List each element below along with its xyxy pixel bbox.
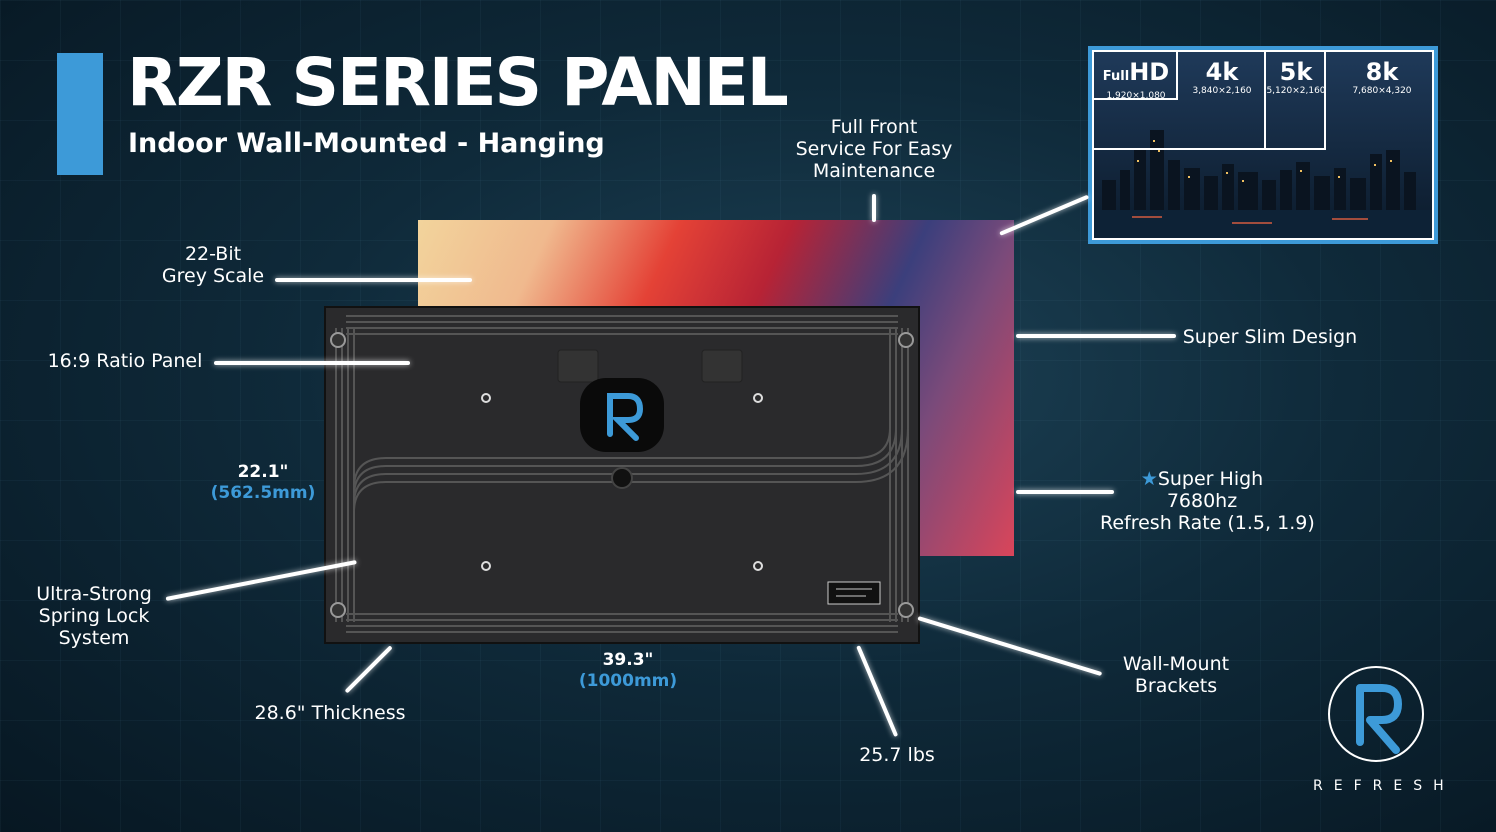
label-brackets: Wall-Mount Brackets <box>1122 653 1230 697</box>
callout-line-full-front <box>872 194 876 222</box>
frame-4k <box>1092 50 1266 150</box>
label-ratio: 16:9 Ratio Panel <box>47 350 203 372</box>
res-8k: 8k 7,680×4,320 <box>1352 58 1412 96</box>
label-full-front: Full Front Service For Easy Maintenance <box>795 116 953 182</box>
r-logo-icon <box>580 378 664 452</box>
res-full-hd: FullHD 1,920×1,080 <box>1102 58 1170 101</box>
label-spring-lock: Ultra-Strong Spring Lock System <box>36 583 152 649</box>
page-subtitle: Indoor Wall-Mounted - Hanging <box>128 128 605 159</box>
resolution-comparison: FullHD 1,920×1,080 4k 3,840×2,160 5k 5,1… <box>1088 46 1438 244</box>
label-thickness: 28.6" Thickness <box>254 702 406 724</box>
label-refresh: ★Super High 7680hz Refresh Rate (1.5, 1.… <box>1100 468 1315 534</box>
dimension-width: 39.3" (1000mm) <box>578 650 678 691</box>
city-skyline-graphic <box>1092 50 1434 240</box>
star-icon: ★ <box>1140 468 1158 490</box>
label-grey-scale: 22-Bit Grey Scale <box>161 243 265 287</box>
label-slim: Super Slim Design <box>1182 326 1358 348</box>
page-title: RZR SERIES PANEL <box>127 44 789 121</box>
callout-line-grey-scale <box>275 278 472 282</box>
res-5k: 5k 5,120×2,160 <box>1266 58 1326 96</box>
callout-line-ratio <box>214 361 410 365</box>
label-weight: 25.7 lbs <box>859 744 935 766</box>
res-4k: 4k 3,840×2,160 <box>1192 58 1252 96</box>
callout-line-slim <box>1016 334 1176 338</box>
accent-bar <box>57 53 103 175</box>
refresh-r-logo-icon <box>1326 664 1426 764</box>
frame-full-hd <box>1092 50 1178 100</box>
dimension-height: 22.1" (562.5mm) <box>210 462 316 503</box>
callout-line-refresh <box>1016 490 1114 494</box>
back-cabinet-panel <box>324 306 920 644</box>
cabinet-detail-graphic <box>330 315 914 633</box>
brand-wordmark: REFRESH <box>1313 778 1455 794</box>
